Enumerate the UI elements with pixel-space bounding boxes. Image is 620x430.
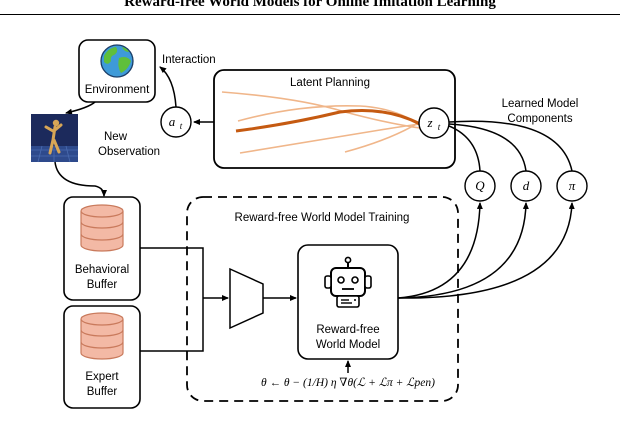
globe-icon <box>100 44 134 78</box>
learned-components-label-line2: Components <box>507 113 572 125</box>
title-rule <box>0 14 620 15</box>
action-symbol: a <box>169 114 176 129</box>
behavioral-buffer-box: Behavioral Buffer <box>63 196 141 301</box>
database-icon <box>80 204 124 252</box>
action-to-environment-arrow <box>159 66 177 108</box>
humanoid-robot-icon <box>44 119 63 155</box>
action-subscript: t <box>180 121 183 131</box>
q-node: Q <box>464 170 496 202</box>
interaction-label: Interaction <box>162 54 216 66</box>
world-model-box: Reward-free World Model <box>297 244 399 360</box>
latent-subscript: t <box>438 122 441 132</box>
d-symbol: d <box>523 178 530 193</box>
expert-buffer-label-line2: Buffer <box>87 386 118 398</box>
latent-planning-label: Latent Planning <box>290 77 370 89</box>
page-title: Reward-free World Models for Online Imit… <box>124 0 496 10</box>
model-to-q-arrow <box>397 202 483 299</box>
behavioral-buffer-connector <box>140 247 204 298</box>
environment-to-observation-arrow <box>65 101 96 115</box>
d-node: d <box>510 170 542 202</box>
environment-label: Environment <box>85 84 150 96</box>
training-region <box>186 196 459 402</box>
environment-box: Environment <box>78 39 156 103</box>
encoder-block <box>229 267 264 330</box>
d-to-latent-curve <box>448 123 527 172</box>
database-icon <box>80 312 124 360</box>
expert-buffer-box: Expert Buffer <box>63 305 141 409</box>
world-model-label-line1: Reward-free <box>316 324 379 336</box>
action-node: a t <box>160 106 192 138</box>
learned-components-label-line1: Learned Model <box>502 98 579 110</box>
latent-state-node: z t <box>418 107 450 139</box>
behavioral-buffer-label-line1: Behavioral <box>75 264 129 276</box>
pi-symbol: π <box>569 178 576 193</box>
q-to-latent-curve <box>448 125 481 172</box>
model-to-pi-arrow <box>397 202 575 299</box>
pi-node: π <box>556 170 588 202</box>
q-symbol: Q <box>475 178 485 193</box>
latent-symbol: z <box>426 115 432 130</box>
planning-trajectories <box>221 91 421 154</box>
behavioral-buffer-label-line2: Buffer <box>87 279 118 291</box>
observation-image <box>31 114 78 163</box>
expert-buffer-label-line1: Expert <box>85 371 119 383</box>
observation-to-buffer-arrow <box>54 161 107 197</box>
new-observation-label-line2: Observation <box>98 146 160 158</box>
model-to-d-arrow <box>397 202 529 299</box>
latent-planning-box: Latent Planning z t <box>213 69 456 169</box>
world-model-label-line2: World Model <box>316 339 380 351</box>
training-label: Reward-free World Model Training <box>235 212 410 224</box>
new-observation-label-line1: New <box>104 131 128 143</box>
expert-buffer-connector <box>140 298 204 352</box>
robot-icon <box>324 256 372 308</box>
pi-to-latent-curve <box>448 120 573 172</box>
update-rule-formula: θ ← θ − (1/H) η ∇θ(ℒ + ℒπ + ℒpen) <box>261 377 435 389</box>
